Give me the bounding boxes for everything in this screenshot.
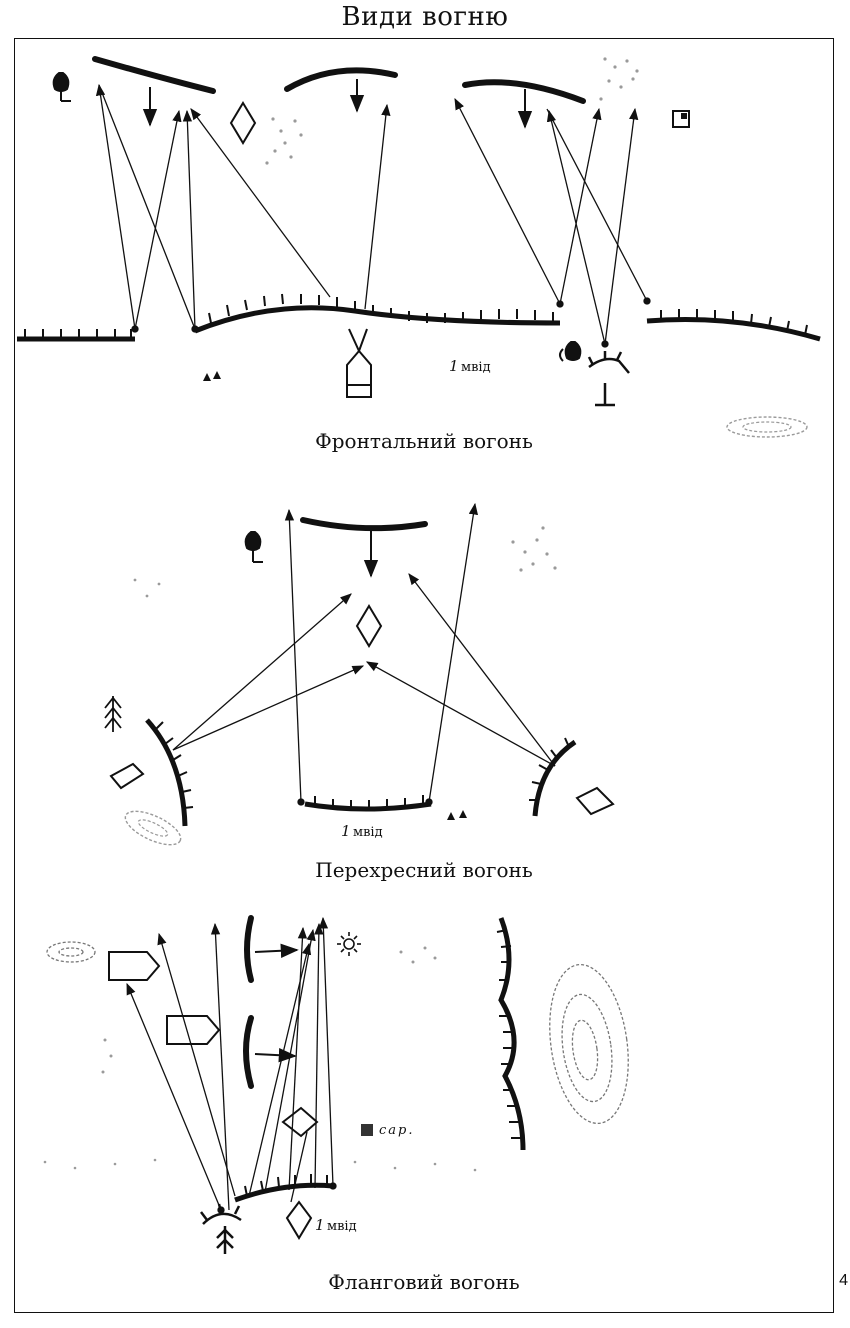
diamond-symbol xyxy=(281,1106,319,1138)
square-marker-icon xyxy=(672,110,690,128)
fire-line xyxy=(318,916,334,1187)
fire-line xyxy=(172,665,365,751)
sar-annotation: сар. xyxy=(379,1123,415,1138)
fire-line xyxy=(157,932,236,1197)
enemy-line xyxy=(462,79,586,104)
enemy-line xyxy=(244,915,254,983)
triangle-markers xyxy=(203,371,221,381)
enemy-trench xyxy=(498,917,526,1151)
triangle-markers xyxy=(447,810,467,820)
own-trench xyxy=(234,1182,334,1203)
diamond-symbol xyxy=(575,786,615,816)
fire-line xyxy=(314,922,324,1189)
fire-line xyxy=(126,982,222,1211)
caption-flanking-fire: Фланговий вогонь xyxy=(328,1270,520,1294)
unit-number: 1 xyxy=(449,357,459,375)
fire-line xyxy=(288,926,308,1191)
tree-icon xyxy=(559,341,582,362)
unit-label: мвід xyxy=(461,360,491,375)
enemy-line xyxy=(300,517,428,532)
unit-label: мвід xyxy=(327,1219,357,1234)
fire-line xyxy=(408,573,556,767)
fire-line xyxy=(182,109,196,330)
sun-icon xyxy=(337,932,361,956)
enemy-advance-arrow xyxy=(254,1047,297,1063)
unit-label: мвід xyxy=(353,825,383,840)
fire-line xyxy=(428,502,479,803)
own-trench xyxy=(532,739,577,817)
stippled-terrain xyxy=(265,57,639,165)
own-trench xyxy=(646,316,821,342)
fire-line xyxy=(264,928,316,1193)
enemy-line xyxy=(284,67,398,92)
contour-terrain xyxy=(124,810,182,846)
fire-line xyxy=(559,107,602,305)
fire-line xyxy=(95,83,136,330)
stippled-terrain xyxy=(133,526,557,598)
fire-line xyxy=(98,84,196,330)
diamond-symbol xyxy=(229,101,257,145)
fire-line xyxy=(134,109,182,330)
pentagon-symbol xyxy=(166,1015,221,1045)
enemy-line xyxy=(92,56,216,94)
machine-gun-emplacement xyxy=(587,351,630,407)
trench-ticks xyxy=(24,293,808,339)
tree-icon xyxy=(52,72,71,102)
contour-terrain xyxy=(726,416,808,438)
unit-number: 1 xyxy=(315,1216,325,1234)
caption-frontal-fire: Фронтальний вогонь xyxy=(315,429,533,453)
fire-line xyxy=(290,1131,308,1203)
fire-line xyxy=(365,661,556,767)
page-title: Види вогню xyxy=(341,2,509,32)
fire-line xyxy=(604,107,639,345)
diamond-symbol xyxy=(109,762,145,790)
own-trench xyxy=(145,718,188,827)
cross-fire-diagram: 1 мвід xyxy=(104,502,615,846)
fire-line xyxy=(364,103,391,310)
conifer-icon xyxy=(104,696,122,732)
machine-gun-emplacement xyxy=(200,1203,242,1254)
tree-icon xyxy=(244,531,263,563)
fire-line xyxy=(454,97,561,305)
panel-flanking-fire: сар. 1 мвід Фланговий вогонь xyxy=(14,900,834,1313)
fire-line xyxy=(172,593,352,751)
fire-line xyxy=(284,508,302,803)
enemy-line xyxy=(243,1015,254,1089)
flanking-fire-diagram: сар. 1 мвід xyxy=(43,915,629,1254)
stippled-terrain xyxy=(43,946,477,1172)
own-trench xyxy=(304,801,432,812)
caption-cross-fire: Перехресний вогонь xyxy=(315,858,533,882)
fire-line xyxy=(546,109,606,345)
unit-number: 1 xyxy=(341,822,351,840)
diamond-symbol xyxy=(355,604,383,648)
pentagon-symbol xyxy=(108,951,161,981)
panel-cross-fire: 1 мвід Перехресний вогонь xyxy=(14,470,834,901)
tank-symbol xyxy=(346,328,372,398)
own-trench xyxy=(194,305,561,334)
sar-marker-icon xyxy=(361,1124,373,1136)
fire-line xyxy=(546,108,648,302)
enemy-advance-arrow xyxy=(254,943,299,958)
fire-line xyxy=(248,942,312,1197)
frontal-fire-diagram: 1 мвід xyxy=(17,56,821,438)
diamond-symbol xyxy=(285,1200,313,1240)
fire-line xyxy=(190,108,331,298)
fire-line xyxy=(210,922,230,1211)
panel-frontal-fire: 1 мвід Фронтальний вогонь xyxy=(14,38,834,472)
page-number: 4 xyxy=(839,1272,848,1289)
